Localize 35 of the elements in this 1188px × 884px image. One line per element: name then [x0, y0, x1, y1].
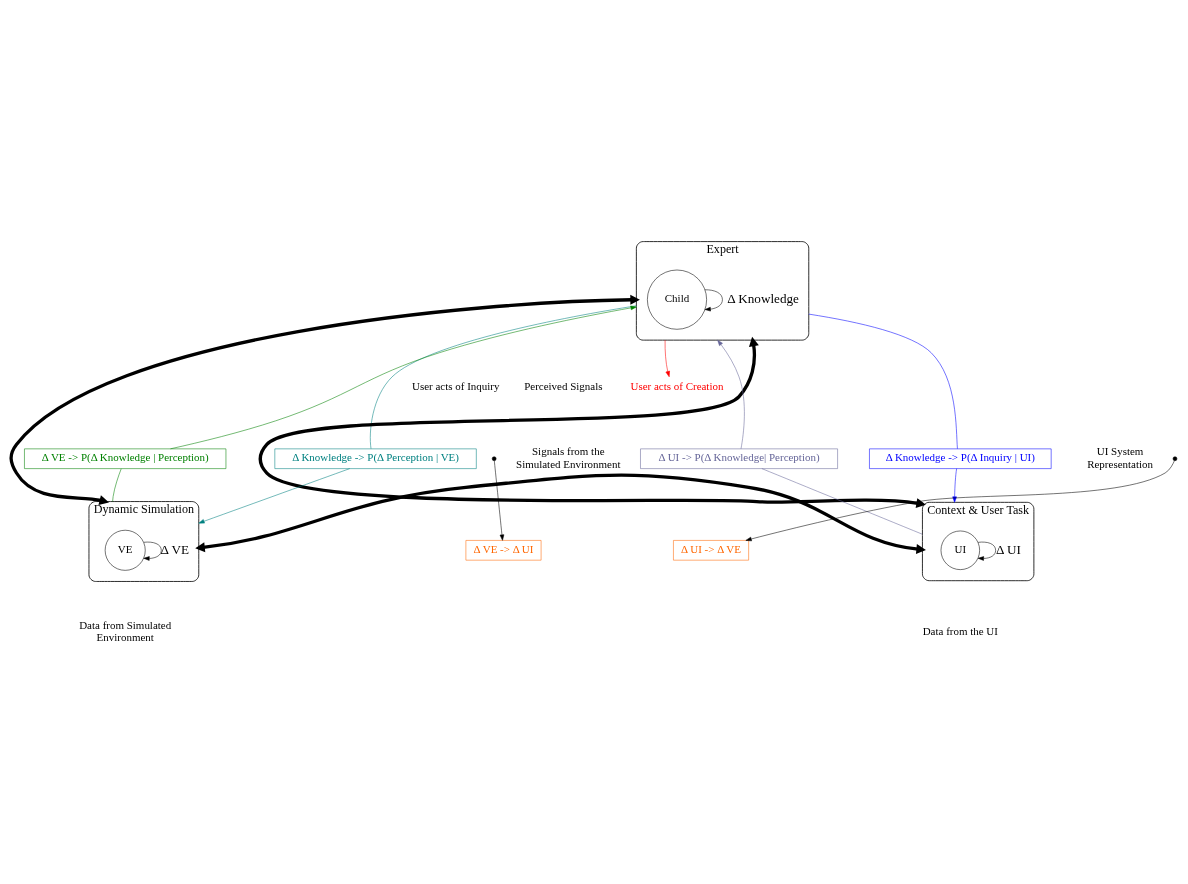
- node-circle: Child: [647, 269, 707, 330]
- arrow: [198, 468, 350, 524]
- edge-label: Δ VE: [160, 541, 190, 557]
- node-circle: UI: [940, 530, 980, 570]
- node-box: Δ VE -> P(Δ Knowledge | Perception): [24, 448, 227, 469]
- arrow: [704, 289, 723, 312]
- arrow: [195, 473, 926, 555]
- arrow: [143, 541, 162, 561]
- node-circle: VE: [104, 529, 146, 571]
- node-box: Δ Knowledge -> P(Δ Perception | VE): [274, 448, 477, 469]
- arrow: [952, 468, 957, 503]
- label: Perceived Signals: [524, 379, 603, 392]
- arrow: [170, 305, 637, 450]
- connector: [112, 468, 122, 502]
- arrow: [258, 336, 926, 509]
- arrow: [494, 460, 505, 541]
- arrow: [664, 339, 670, 378]
- node-box: Δ VE -> Δ UI: [465, 540, 542, 561]
- label: Data from Simulated Environment: [79, 619, 172, 644]
- edge-label: Δ UI: [996, 541, 1021, 557]
- arrow: [977, 541, 996, 561]
- node-box: Δ UI -> P(Δ Knowledge| Perception): [640, 448, 838, 469]
- connector: [370, 305, 637, 449]
- connector: [761, 468, 923, 535]
- arrow: [745, 460, 1175, 542]
- arrow: [9, 294, 640, 505]
- label: UI System Representation: [1087, 445, 1153, 470]
- label: Signals from the Simulated Environment: [516, 445, 621, 470]
- node-box: Δ UI -> Δ VE: [673, 540, 749, 561]
- node-box: Δ Knowledge -> P(Δ Inquiry | UI): [869, 448, 1052, 469]
- node-text: User acts of Creation: [630, 379, 724, 392]
- edge-label: Δ Knowledge: [727, 291, 799, 307]
- arrow: [717, 339, 745, 450]
- label: User acts of Inquiry: [412, 379, 500, 392]
- label: Data from the UI: [922, 625, 998, 638]
